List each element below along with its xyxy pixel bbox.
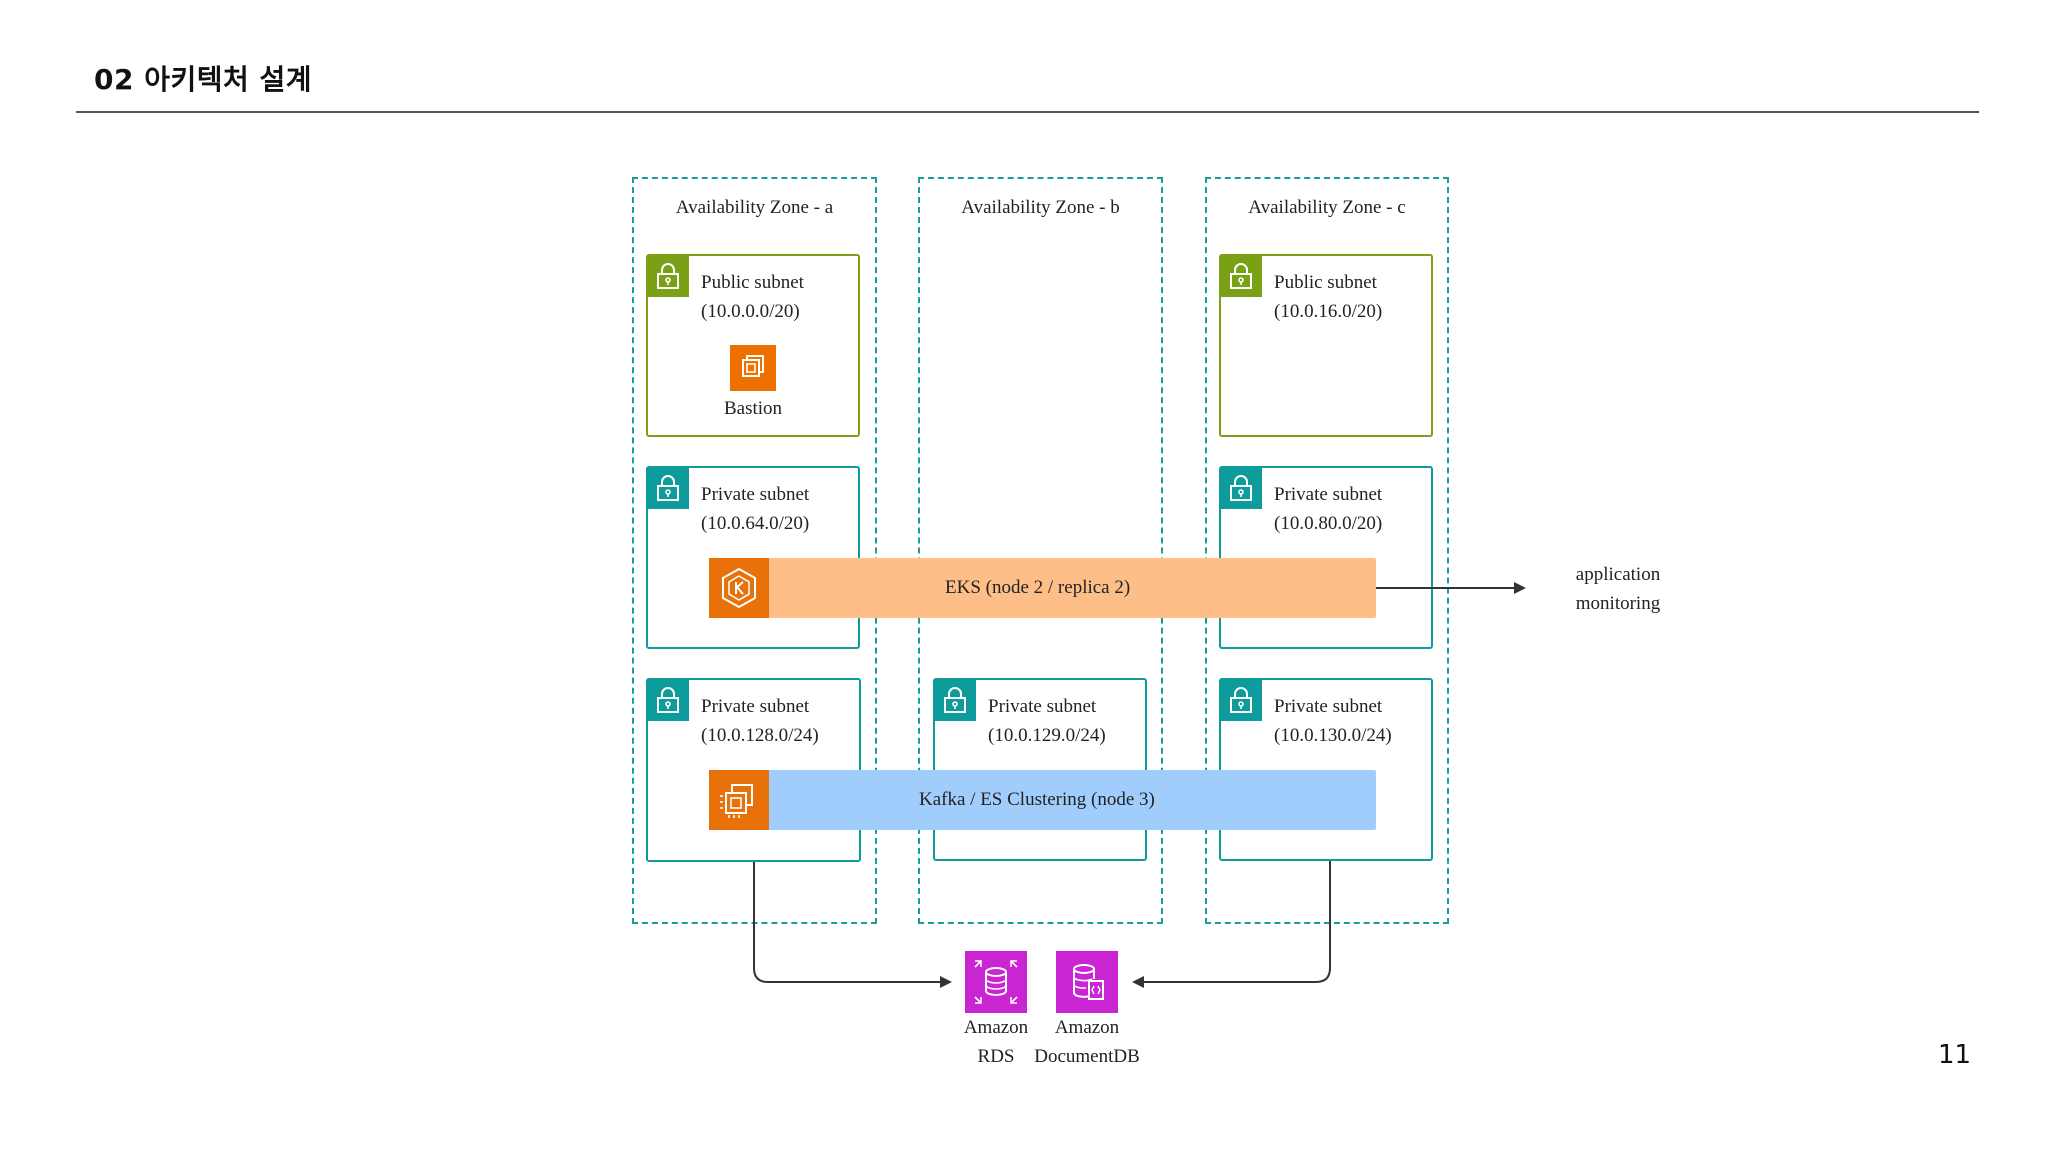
zone-c-label: Availability Zone - c xyxy=(1248,197,1406,218)
ec2-instance-icon xyxy=(730,345,776,391)
page-number: 11 xyxy=(1938,1040,1972,1070)
kafka-label: Kafka / ES Clustering (node 3) xyxy=(919,789,1155,810)
public-subnet-c: Public subnet(10.0.16.0/20) xyxy=(1219,254,1433,437)
title-divider xyxy=(76,111,1979,113)
page-title: 02 아키텍처 설계 xyxy=(94,63,313,96)
private-subnet-b-2: Private subnet(10.0.129.0/24) xyxy=(933,678,1147,861)
subnet-label: Private subnet(10.0.80.0/20) xyxy=(1274,484,1383,534)
availability-zone-c: Availability Zone - c xyxy=(1205,177,1449,924)
lock-icon xyxy=(1220,467,1262,509)
eks-icon xyxy=(709,558,769,618)
zone-a-label: Availability Zone - a xyxy=(675,197,834,218)
rds-arrow xyxy=(753,862,952,988)
lock-icon xyxy=(647,255,689,297)
bastion-label: Bastion xyxy=(723,398,783,419)
zone-b-label: Availability Zone - b xyxy=(961,197,1120,218)
subnet-label: Public subnet(10.0.0.0/20) xyxy=(701,272,804,322)
subnet-label: Private subnet(10.0.129.0/24) xyxy=(988,696,1106,746)
public-subnet-a: Public subnet(10.0.0.0/20) Bastion xyxy=(646,254,860,437)
lock-icon xyxy=(934,679,976,721)
eks-label: EKS (node 2 / replica 2) xyxy=(945,577,1131,598)
private-subnet-a-2: Private subnet(10.0.128.0/24) xyxy=(646,678,861,862)
documentdb-arrow xyxy=(1132,861,1331,988)
ec2-instance-icon xyxy=(709,770,769,830)
availability-zone-b: Availability Zone - b xyxy=(918,177,1163,924)
subnet-label: Private subnet(10.0.128.0/24) xyxy=(701,696,819,746)
kafka-es-cluster-band: Kafka / ES Clustering (node 3) xyxy=(709,770,1376,830)
subnet-label: Private subnet(10.0.64.0/20) xyxy=(701,484,810,534)
rds-icon xyxy=(965,951,1027,1013)
subnet-label: Public subnet(10.0.16.0/20) xyxy=(1274,272,1383,322)
lock-icon xyxy=(1220,679,1262,721)
private-subnet-c-1: Private subnet(10.0.80.0/20) xyxy=(1219,466,1433,649)
private-subnet-c-2: Private subnet(10.0.130.0/24) xyxy=(1219,678,1433,861)
lock-icon xyxy=(647,467,689,509)
private-subnet-a-1: Private subnet(10.0.64.0/20) xyxy=(646,466,860,649)
eks-cluster-band: EKS (node 2 / replica 2) xyxy=(709,558,1376,618)
subnet-label: Private subnet(10.0.130.0/24) xyxy=(1274,696,1392,746)
documentdb-icon xyxy=(1056,951,1118,1013)
lock-icon xyxy=(1220,255,1262,297)
lock-icon xyxy=(647,679,689,721)
